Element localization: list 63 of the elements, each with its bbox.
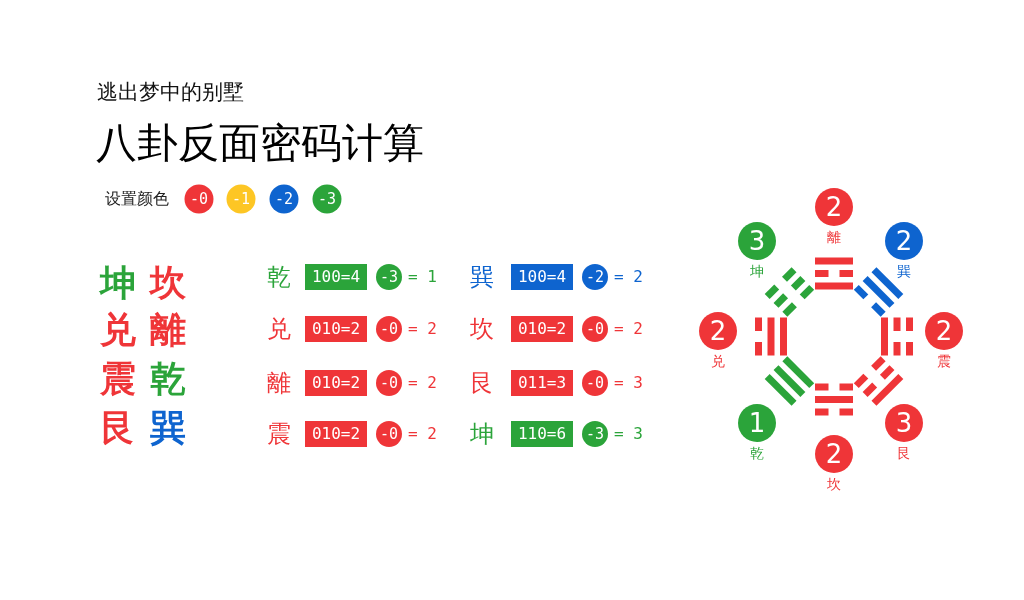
number-circle: 2 xyxy=(925,312,963,350)
trigram-name: 坎 xyxy=(827,477,841,491)
color-badge: -3 xyxy=(312,184,342,214)
result-text: = 2 xyxy=(614,269,643,285)
trigram-char: 離 xyxy=(267,371,291,395)
color-badge: -2 xyxy=(269,184,299,214)
trigram-char: 坎 xyxy=(470,317,494,341)
trigram-char: 巽 xyxy=(470,265,494,289)
pair-char: 兑 xyxy=(100,312,136,348)
result-text: = 3 xyxy=(614,375,643,391)
value-badge: -0 xyxy=(582,370,608,396)
result-text: = 1 xyxy=(408,269,437,285)
code-box: 100=4 xyxy=(305,264,367,290)
number-circle: 2 xyxy=(815,435,853,473)
number-circle: 3 xyxy=(885,404,923,442)
subtitle: 逃出梦中的别墅 xyxy=(97,81,244,103)
trigram-name: 震 xyxy=(937,354,951,368)
result-text: = 2 xyxy=(408,321,437,337)
value-badge: -3 xyxy=(376,264,402,290)
pair-char: 震 xyxy=(100,361,136,397)
value-badge: -3 xyxy=(582,421,608,447)
value-badge: -0 xyxy=(376,370,402,396)
pair-char: 乾 xyxy=(150,361,186,397)
number-circle: 2 xyxy=(699,312,737,350)
trigram-char: 兑 xyxy=(267,317,291,341)
trigram-char: 艮 xyxy=(470,371,494,395)
value-badge: -0 xyxy=(376,316,402,342)
number-circle: 3 xyxy=(738,222,776,260)
pair-char: 坎 xyxy=(150,265,186,301)
trigram-name: 坤 xyxy=(750,264,764,278)
trigram-name: 兑 xyxy=(711,354,725,368)
code-box: 010=2 xyxy=(305,370,367,396)
code-box: 010=2 xyxy=(305,421,367,447)
title-heading: 八卦反面密码计算 xyxy=(96,122,424,164)
code-box: 010=2 xyxy=(511,316,573,342)
result-text: = 2 xyxy=(408,375,437,391)
pair-char: 離 xyxy=(150,312,186,348)
code-box: 010=2 xyxy=(305,316,367,342)
code-box: 100=4 xyxy=(511,264,573,290)
trigram-name: 乾 xyxy=(750,446,764,460)
trigram-name: 離 xyxy=(827,230,841,244)
value-badge: -2 xyxy=(582,264,608,290)
pair-char: 艮 xyxy=(100,410,136,446)
result-text: = 2 xyxy=(408,426,437,442)
result-text: = 2 xyxy=(614,321,643,337)
color-badge: -1 xyxy=(226,184,256,214)
code-box: 011=3 xyxy=(511,370,573,396)
number-circle: 2 xyxy=(815,188,853,226)
value-badge: -0 xyxy=(376,421,402,447)
code-box: 110=6 xyxy=(511,421,573,447)
legend-title: 设置颜色 xyxy=(105,191,169,207)
trigram-name: 巽 xyxy=(897,264,911,278)
color-badge: -0 xyxy=(184,184,214,214)
number-circle: 2 xyxy=(885,222,923,260)
value-badge: -0 xyxy=(582,316,608,342)
trigram-name: 艮 xyxy=(897,446,911,460)
pair-char: 坤 xyxy=(100,265,136,301)
result-text: = 3 xyxy=(614,426,643,442)
trigram-char: 乾 xyxy=(267,265,291,289)
trigram-char: 坤 xyxy=(470,422,494,446)
trigram-char: 震 xyxy=(267,422,291,446)
pair-char: 巽 xyxy=(150,410,186,446)
number-circle: 1 xyxy=(738,404,776,442)
